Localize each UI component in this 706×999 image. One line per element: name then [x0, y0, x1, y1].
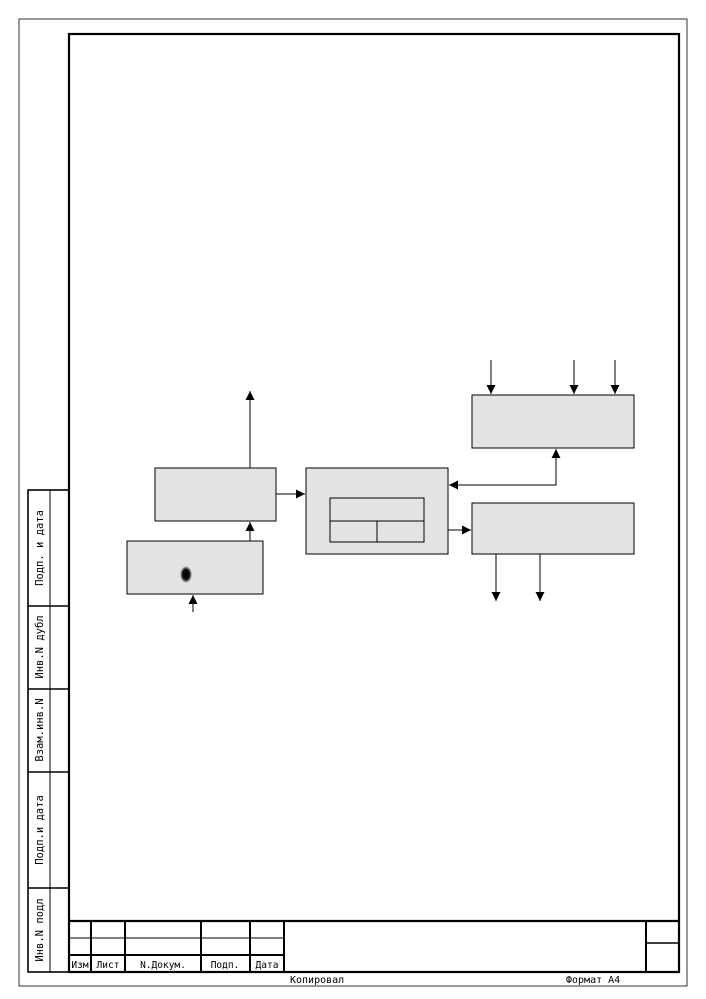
format-caption: Формат А4 — [566, 975, 620, 986]
side-stamp: Подп. и дата Инв.N дубл Взам.инв.N Подп.… — [27, 489, 70, 973]
block-upper-left — [154, 467, 277, 522]
side-stamp-dup-inv: Инв.N дубл — [34, 615, 46, 678]
header-signature: Подп. — [211, 960, 240, 971]
block-lower-left — [126, 540, 264, 595]
sheet-outer-border — [18, 18, 688, 987]
header-sheet: Лист — [97, 960, 120, 971]
side-stamp-sign-date-2: Подп.и дата — [34, 795, 46, 865]
header-date: Дата — [256, 960, 279, 971]
side-stamp-border — [27, 489, 70, 973]
block-lower-left-mark — [180, 566, 192, 583]
header-document: N.Докум. — [140, 960, 186, 971]
side-stamp-orig-inv: Инв.N подл — [34, 898, 46, 961]
side-stamp-replace-inv: Взам.инв.N — [34, 698, 46, 761]
copied-caption: Копировал — [290, 975, 344, 986]
block-upper-right — [471, 394, 635, 449]
link-center-upper-right — [449, 449, 557, 486]
title-block: Изм Лист N.Докум. Подп. Дата — [69, 919, 679, 972]
block-lower-right — [471, 502, 635, 555]
block-diagram — [126, 360, 635, 612]
header-change: Изм — [71, 960, 88, 971]
side-stamp-sign-date: Подп. и дата — [34, 510, 46, 586]
